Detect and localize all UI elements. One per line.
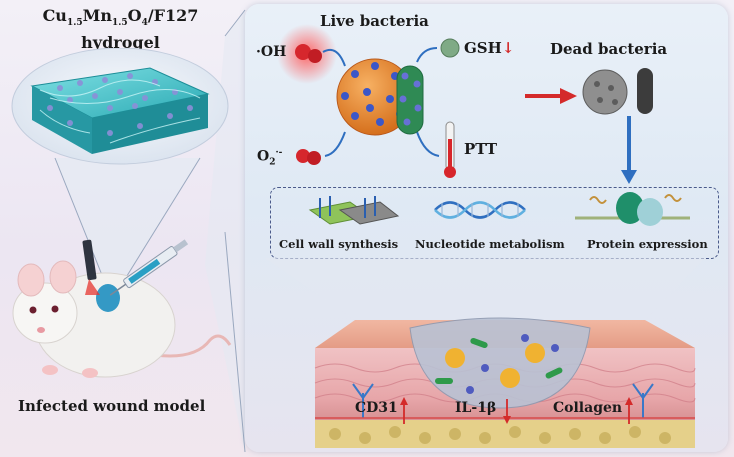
dna-helix-icon (434, 201, 526, 219)
pathway-label-nucleotide: Nucleotide metabolism (415, 237, 565, 251)
mechanism-graphics (277, 24, 653, 184)
pathway-icons (308, 192, 690, 226)
oh-radical-label: ·OH (256, 44, 287, 60)
pathway-label-cell-wall: Cell wall synthesis (279, 237, 399, 251)
cell-wall-icon (308, 196, 400, 225)
pathway-label-protein: Protein expression (587, 237, 708, 251)
hydrogel-title: Cu1.5Mn1.5O4/F127 hydrogel (42, 6, 199, 53)
live-bacteria-label: Live bacteria (320, 12, 429, 30)
ptt-label: PTT (464, 140, 498, 158)
marker-label-collagen: Collagen (553, 400, 623, 416)
mouse-caption: Infected wound model (18, 397, 206, 415)
marker-arrows (400, 397, 633, 424)
gsh-down-arrow: ↓ (501, 39, 515, 57)
hydrogel-zoom (11, 48, 229, 165)
superoxide-label: O2·- (257, 148, 283, 168)
mouse-illustration (12, 239, 232, 378)
marker-label-cd31: CD31 (355, 400, 398, 416)
marker-label-il1b: IL-1β (455, 400, 497, 416)
dead-bacteria-label: Dead bacteria (550, 40, 668, 58)
skin-section (265, 258, 705, 448)
gsh-label: GSH↓ (464, 39, 515, 57)
ribosome-icon (575, 192, 690, 226)
